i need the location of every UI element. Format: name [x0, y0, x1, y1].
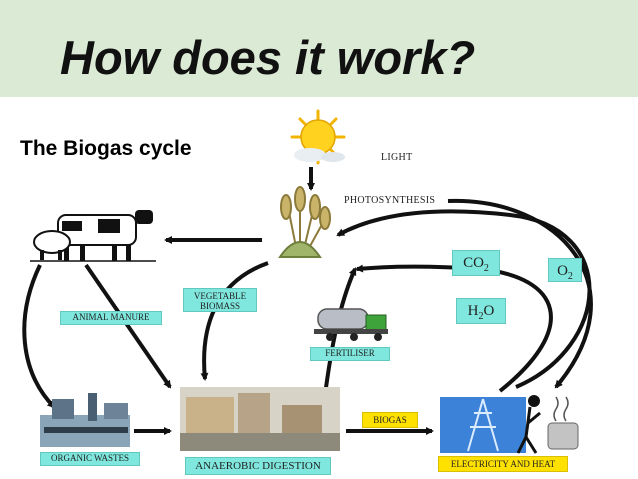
- anaerobic-digestion-box: ANAEROBIC DIGESTION: [185, 457, 331, 475]
- arrow-o2-out: [447, 198, 593, 389]
- anaerobic-digestion-label: ANAEROBIC DIGESTION: [195, 460, 321, 472]
- biogas-label: BIOGAS: [373, 415, 407, 425]
- livestock-icon: [30, 210, 156, 262]
- subtitle: The Biogas cycle: [20, 137, 192, 160]
- h2o-h: H: [467, 303, 479, 319]
- vegetable-biomass-box: VEGETABLE BIOMASS: [183, 288, 257, 312]
- organic-wastes-box: ORGANIC WASTES: [40, 452, 140, 466]
- co2-label: CO: [463, 255, 484, 271]
- factory-icon: [40, 393, 130, 447]
- electricity-heat-label: ELECTRICITY AND HEAT: [450, 459, 556, 469]
- animal-manure-box: ANIMAL MANURE: [60, 311, 162, 325]
- h2o-subscript: 2: [478, 311, 484, 322]
- o2-label: O: [557, 263, 568, 279]
- o2-box: O2: [548, 258, 582, 282]
- organic-wastes-label: ORGANIC WASTES: [50, 453, 130, 463]
- arrow-manure-to-digestion: [84, 263, 172, 389]
- h2o-box: H2O: [456, 298, 506, 324]
- o2-subscript: 2: [567, 271, 573, 282]
- fertiliser-label: FERTILISER: [325, 348, 375, 358]
- arrow-vegetable-biomass: [200, 261, 269, 381]
- biogas-cycle-diagram: [22, 109, 593, 454]
- tanker-truck-icon: [314, 308, 388, 341]
- title-band: [0, 0, 638, 97]
- vegetable-biomass-line1: VEGETABLE: [193, 291, 247, 301]
- arrow-livestock-to-wastes: [22, 264, 56, 409]
- electricity-heat-box: ELECTRICITY AND HEAT: [438, 456, 568, 472]
- animal-manure-label: ANIMAL MANURE: [72, 312, 150, 322]
- power-pylon-icon: [440, 397, 526, 453]
- digester-plant-icon: [180, 387, 340, 451]
- page-title: How does it work?: [60, 31, 476, 84]
- biogas-box: BIOGAS: [362, 412, 418, 428]
- photosynthesis-label: PHOTOSYNTHESIS: [344, 195, 436, 206]
- wheat-plant-icon: [278, 186, 331, 258]
- co2-subscript: 2: [483, 263, 489, 274]
- person-heater-icon: [516, 395, 579, 454]
- vegetable-biomass-line2: BIOMASS: [199, 301, 240, 311]
- light-label: LIGHT: [381, 152, 413, 163]
- sun-icon: [290, 109, 346, 165]
- fertiliser-box: FERTILISER: [310, 347, 390, 361]
- h2o-o: O: [483, 303, 495, 319]
- co2-box: CO2: [452, 250, 500, 276]
